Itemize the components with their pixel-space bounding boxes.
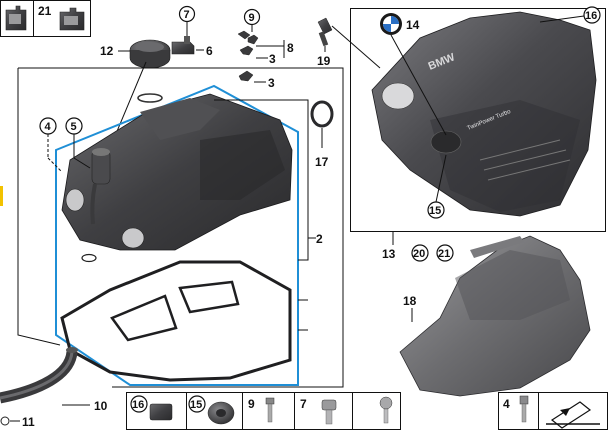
bottom-parts-strip: 16 15 9 7 4 (126, 392, 608, 430)
callout-16: 16 (585, 10, 597, 22)
cylinder-head-cover-frame (17, 67, 344, 388)
clip-part-21-box (0, 0, 34, 37)
callout-20: 20 (413, 248, 425, 260)
callout-4: 4 (45, 121, 52, 133)
callout-9: 9 (249, 12, 255, 24)
callout-4-bot: 4 (503, 397, 510, 411)
cover-emblem-mount (430, 130, 462, 154)
cylinder-head-cover (61, 93, 293, 251)
callout-11: 11 (22, 415, 35, 429)
callout-14: 14 (406, 18, 420, 32)
callout-2: 2 (316, 232, 323, 246)
bracket-part-6-7: 7 6 (171, 5, 213, 58)
callout-7-bot: 7 (300, 397, 307, 411)
callout-8: 8 (287, 41, 294, 55)
clips-part-8-9-3: 9 8 3 3 (237, 8, 294, 90)
callout-9-bot: 9 (248, 397, 255, 411)
callout-5: 5 (71, 121, 77, 133)
callout-3b: 3 (268, 76, 275, 90)
engine-cover-shape (371, 11, 597, 217)
ventilation-pipe-10: 10 11 (0, 347, 108, 429)
cover-set-callouts: 13 20 21 (382, 232, 454, 262)
callout-10: 10 (94, 399, 108, 413)
clip-part-21-second-box: 21 (33, 0, 91, 37)
callout-12: 12 (100, 44, 114, 58)
bmw-emblem-14: 14 (380, 13, 447, 136)
sensor-part-19: 19 (317, 17, 381, 69)
callout-21-top: 21 (38, 4, 52, 18)
callout-15-bot: 15 (190, 399, 202, 411)
callout-3a: 3 (269, 52, 276, 66)
cover-oil-opening (381, 82, 415, 110)
edge-marker (0, 186, 3, 206)
callout-17: 17 (315, 155, 329, 169)
seal-ring-17: 17 (310, 100, 334, 169)
callout-16-bot: 16 (132, 399, 144, 411)
callout-19: 19 (317, 54, 331, 68)
engine-cover-box: BMW TwinPower Turbo 14 16 15 (350, 6, 606, 232)
callout-13: 13 (382, 247, 396, 261)
callouts-4-5: 4 5 (39, 117, 91, 173)
callout-21-mid: 21 (438, 248, 450, 260)
callout-6: 6 (206, 44, 213, 58)
callout-15-cover: 15 (429, 205, 441, 217)
heat-shield-18: 18 (399, 235, 591, 397)
callout-7-top: 7 (184, 9, 190, 21)
cylinder-head-cover-highlight (55, 84, 299, 386)
callout-2-group: 2 (214, 99, 323, 331)
callout-18: 18 (403, 294, 417, 308)
cylinder-head-gasket (60, 253, 292, 382)
